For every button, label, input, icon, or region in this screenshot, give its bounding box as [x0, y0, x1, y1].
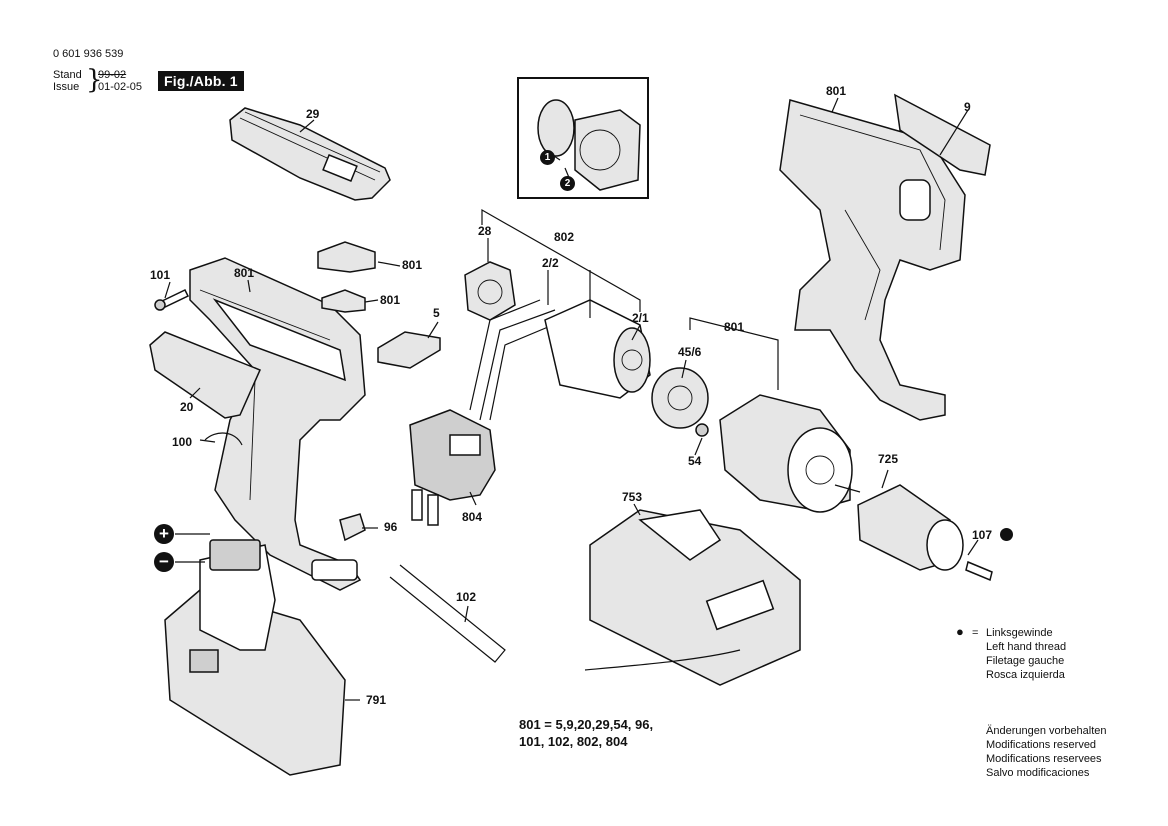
- leader-lines: [164, 97, 979, 701]
- part-9-label: [894, 93, 991, 176]
- battery-minus-terminal-icon: −: [154, 552, 174, 572]
- legend-equals: =: [972, 627, 979, 639]
- part-753-charger: [584, 509, 801, 686]
- callout-804: 804: [462, 510, 483, 524]
- brace-symbol: }: [86, 65, 103, 95]
- callout-5: 5: [433, 306, 440, 320]
- legend-line-de: Linksgewinde: [986, 627, 1053, 639]
- callout-100: 100: [172, 435, 193, 449]
- callout-9: 9: [964, 100, 971, 114]
- part-801-housing-right: [779, 99, 966, 421]
- part-5-slider: [377, 331, 441, 369]
- callout-791: 791: [366, 693, 387, 707]
- bracket-801-gear: [689, 317, 779, 390]
- callout-101: 101: [150, 268, 171, 282]
- stand-label: Stand: [53, 69, 82, 81]
- part-725-chuck: [857, 484, 964, 571]
- modifications-line-de: Änderungen vorbehalten: [986, 725, 1107, 737]
- callout-2-2: 2/2: [542, 256, 559, 270]
- modifications-line-es: Salvo modificaciones: [986, 767, 1090, 779]
- part-791-battery: [164, 539, 346, 776]
- part-801-housing-left: [189, 257, 366, 591]
- callout-801-clip1: 801: [402, 258, 423, 272]
- stand-date: 99-02: [98, 69, 127, 81]
- part-801-clips: [317, 241, 376, 313]
- callout-753: 753: [622, 490, 643, 504]
- modifications-line-en: Modifications reserved: [986, 739, 1097, 751]
- inset-step-1-marker: 1: [540, 150, 555, 165]
- callout-54: 54: [688, 454, 702, 468]
- part-54-screw: [695, 423, 709, 437]
- legend-line-fr: Filetage gauche: [986, 655, 1065, 667]
- bom-note-line-2: 101, 102, 802, 804: [519, 734, 628, 749]
- part-101-screw: [154, 289, 190, 311]
- part-100-wire: [204, 432, 243, 446]
- callout-2-1: 2/1: [632, 311, 649, 325]
- part-number: 0 601 936 539: [53, 48, 124, 60]
- modifications-note: Änderungen vorbehalten Modifications res…: [986, 724, 1106, 780]
- callout-801-housing: 801: [234, 266, 255, 280]
- legend-bullet-icon: ●: [956, 624, 964, 639]
- callout-96: 96: [384, 520, 398, 534]
- part-804-switch: [409, 409, 496, 526]
- battery-plus-terminal-icon: +: [154, 524, 174, 544]
- callout-801-top: 801: [826, 84, 847, 98]
- bom-note: 801 = 5,9,20,29,54, 96, 101, 102, 802, 8…: [519, 716, 653, 750]
- bom-note-line-1: 801 = 5,9,20,29,54, 96,: [519, 717, 654, 732]
- callout-20: 20: [180, 400, 194, 414]
- callout-802: 802: [554, 230, 575, 244]
- part-802-wires: [469, 299, 561, 421]
- issue-date: 01-02-05: [98, 81, 143, 93]
- part-29-cover: [229, 107, 391, 201]
- callout-102: 102: [456, 590, 477, 604]
- part-96-contact: [339, 513, 366, 542]
- callout-45-6: 45/6: [678, 345, 702, 359]
- callout-801-clip2: 801: [380, 293, 401, 307]
- inset-detail-box: [517, 77, 649, 199]
- part-45-6-flange: [651, 367, 709, 429]
- figure-label: Fig./Abb. 1: [158, 71, 244, 91]
- callout-801-gear: 801: [724, 320, 745, 334]
- legend-lines: Linksgewinde Left hand thread Filetage g…: [986, 626, 1066, 682]
- callout-725: 725: [878, 452, 899, 466]
- callout-28: 28: [478, 224, 492, 238]
- modifications-line-fr: Modifications reservees: [986, 753, 1102, 765]
- left-thread-marker-dot: [1000, 528, 1013, 541]
- part-20-side-panel: [149, 331, 262, 419]
- inset-step-2-marker: 2: [560, 176, 575, 191]
- issue-label: Issue: [53, 81, 80, 93]
- callout-29: 29: [306, 107, 320, 121]
- bracket-802: [481, 208, 641, 318]
- part-801-gearbox: [719, 394, 861, 513]
- part-102-strap: [389, 564, 506, 663]
- part-107-screw: [965, 560, 993, 582]
- legend-line-es: Rosca izquierda: [986, 669, 1065, 681]
- legend-line-en: Left hand thread: [986, 641, 1067, 653]
- part-28-plate: [464, 261, 516, 321]
- callout-107: 107: [972, 528, 993, 542]
